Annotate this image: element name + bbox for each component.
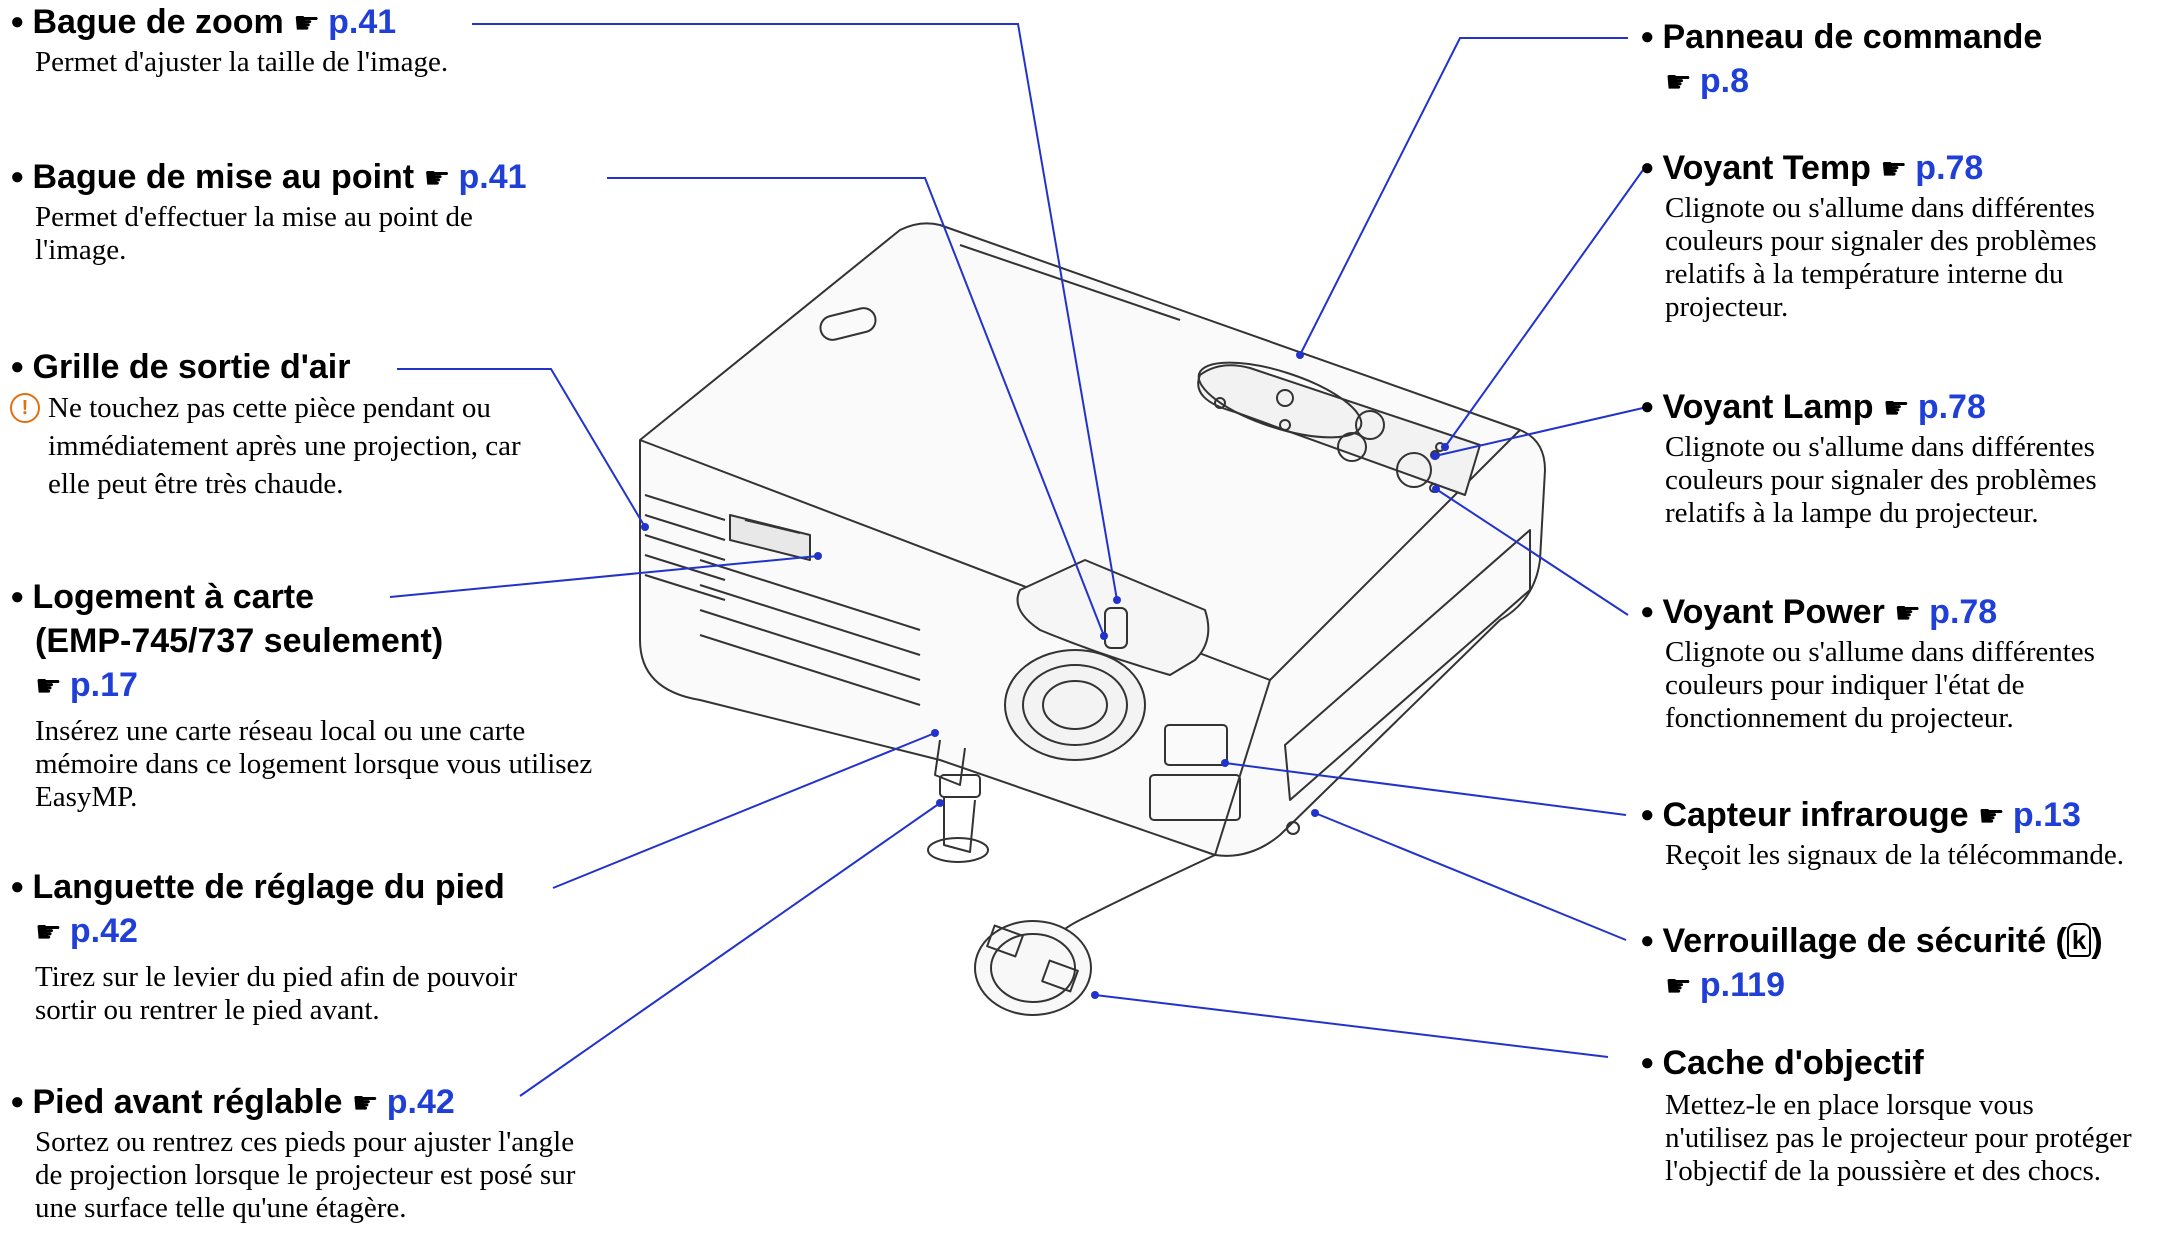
pointing-hand-icon: ☛: [1882, 391, 1910, 426]
page-ref-text: p.78: [1917, 388, 1986, 426]
callout-title: ●Grille de sortie d'air: [10, 348, 351, 386]
pointing-hand-icon: ☛: [1665, 969, 1692, 1004]
page-ref-text: p.42: [386, 1083, 455, 1121]
pointing-hand-icon: ☛: [351, 1086, 379, 1121]
callout-description: Insérez une carte réseau local ou une ca…: [35, 715, 593, 813]
page-ref-link[interactable]: ☛p.78: [1880, 149, 1983, 187]
callout-description: Reçoit les signaux de la télécommande.: [1665, 839, 2125, 871]
title-text: Bague de mise au point: [32, 158, 415, 196]
title-text: Languette de réglage du pied: [32, 868, 505, 906]
title-text: Grille de sortie d'air: [32, 348, 351, 386]
callout-title: ●Verrouillage de sécurité (k): [1640, 922, 2103, 960]
page-ref-text: p.41: [458, 158, 527, 196]
callout-description: Sortez ou rentrez ces pieds pour ajuster…: [35, 1126, 576, 1224]
callout-description: Tirez sur le levier du pied afin de pouv…: [35, 961, 518, 1026]
title-text: Voyant Lamp: [1662, 388, 1874, 426]
title-text: Pied avant réglable: [32, 1083, 343, 1121]
title-subline: (EMP-745/737 seulement): [35, 622, 444, 660]
callout-front-foot: ●Pied avant réglable ☛p.42 Sortez ou ren…: [10, 1080, 610, 1225]
callout-lens-cap: ●Cache d'objectif Mettez-le en place lor…: [1640, 1041, 2140, 1188]
callout-ir-receiver: ●Capteur infrarouge ☛p.13 Reçoit les sig…: [1640, 793, 2155, 872]
callout-title: ●Logement à carte: [10, 578, 315, 616]
page-ref-text: p.13: [2012, 796, 2081, 834]
callout-foot-release-tab: ●Languette de réglage du pied ☛p.42 Tire…: [10, 865, 610, 1027]
title-text: Cache d'objectif: [1662, 1044, 1924, 1082]
callout-title: ●Bague de mise au point ☛p.41: [10, 158, 527, 196]
callout-description: Clignote ou s'allume dans différentes co…: [1665, 636, 2095, 734]
callout-title: ●Bague de zoom ☛p.41: [10, 3, 397, 41]
title-text: Logement à carte: [32, 578, 315, 616]
callout-control-panel: ●Panneau de commande ☛p.8: [1640, 15, 2140, 105]
callout-title: ●Voyant Lamp ☛p.78: [1640, 388, 1986, 426]
pointing-hand-icon: ☛: [35, 669, 62, 704]
pointing-hand-icon: ☛: [293, 6, 321, 41]
page-ref-text: p.119: [1699, 966, 1785, 1004]
callout-description: Permet d'ajuster la taille de l'image.: [35, 46, 449, 78]
callout-title: ●Panneau de commande: [1640, 18, 2043, 56]
page-ref-link[interactable]: ☛p.42: [352, 1083, 455, 1121]
pointing-hand-icon: ☛: [1894, 596, 1922, 631]
pointing-hand-icon: ☛: [1665, 65, 1692, 100]
page-ref-text: p.42: [69, 912, 138, 950]
kensington-lock-icon: k: [2066, 923, 2092, 957]
page-ref-text: p.8: [1699, 62, 1750, 100]
title-text: Voyant Temp: [1662, 149, 1871, 187]
page-ref-link[interactable]: ☛p.17: [35, 666, 138, 704]
page-ref-link[interactable]: ☛p.8: [1665, 62, 1749, 100]
callout-card-slot: ●Logement à carte (EMP-745/737 seulement…: [10, 575, 610, 814]
callout-temp-indicator: ●Voyant Temp ☛p.78 Clignote ou s'allume …: [1640, 146, 2140, 324]
title-text-end: ): [2091, 922, 2103, 960]
callout-title: ●Voyant Power ☛p.78: [1640, 593, 1998, 631]
warning-text: Ne touchez pas cette pièce pendant ou im…: [48, 392, 521, 500]
warning-note: ! Ne touchez pas cette pièce pendant ou …: [10, 389, 550, 503]
pointing-hand-icon: ☛: [423, 161, 451, 196]
callout-title: ●Cache d'objectif: [1640, 1044, 1924, 1082]
callout-title: ●Voyant Temp ☛p.78: [1640, 149, 1984, 187]
warning-icon: !: [10, 393, 40, 423]
page-ref-link[interactable]: ☛p.41: [424, 158, 527, 196]
page-ref-text: p.17: [69, 666, 138, 704]
callout-description: Clignote ou s'allume dans différentes co…: [1665, 192, 2097, 323]
callout-description: Clignote ou s'allume dans différentes co…: [1665, 431, 2097, 529]
callout-power-indicator: ●Voyant Power ☛p.78 Clignote ou s'allume…: [1640, 590, 2140, 735]
callout-description: Mettez-le en place lorsque vous n'utilis…: [1665, 1089, 2132, 1187]
page-ref-link[interactable]: ☛p.78: [1883, 388, 1986, 426]
page-ref-link[interactable]: ☛p.42: [35, 912, 138, 950]
callout-title: ●Languette de réglage du pied: [10, 868, 505, 906]
pointing-hand-icon: ☛: [1880, 152, 1908, 187]
callout-title: ●Capteur infrarouge ☛p.13: [1640, 796, 2081, 834]
callout-air-exhaust: ●Grille de sortie d'air ! Ne touchez pas…: [10, 345, 570, 503]
pointing-hand-icon: ☛: [35, 915, 62, 950]
callout-lamp-indicator: ●Voyant Lamp ☛p.78 Clignote ou s'allume …: [1640, 385, 2140, 530]
callout-zoom-ring: ●Bague de zoom ☛p.41 Permet d'ajuster la…: [10, 0, 630, 79]
callout-title: ●Pied avant réglable ☛p.42: [10, 1083, 455, 1121]
page-ref-link[interactable]: ☛p.13: [1978, 796, 2081, 834]
title-text: Bague de zoom: [32, 3, 284, 41]
callout-focus-ring: ●Bague de mise au point ☛p.41 Permet d'e…: [10, 155, 610, 267]
page-ref-link[interactable]: ☛p.78: [1894, 593, 1997, 631]
page-ref-link[interactable]: ☛p.41: [293, 3, 396, 41]
callout-security-lock: ●Verrouillage de sécurité (k) ☛p.119: [1640, 918, 2155, 1009]
page-ref-text: p.78: [1915, 149, 1984, 187]
title-text: Verrouillage de sécurité (: [1662, 922, 2067, 960]
page-ref-text: p.41: [328, 3, 397, 41]
page-ref-link[interactable]: ☛p.119: [1665, 966, 1785, 1004]
callout-description: Permet d'effectuer la mise au point de l…: [35, 201, 473, 266]
page-ref-text: p.78: [1929, 593, 1998, 631]
pointing-hand-icon: ☛: [1978, 799, 2005, 834]
title-text: Capteur infrarouge: [1662, 796, 1969, 834]
title-text: Panneau de commande: [1662, 18, 2043, 56]
title-text: Voyant Power: [1662, 593, 1885, 631]
